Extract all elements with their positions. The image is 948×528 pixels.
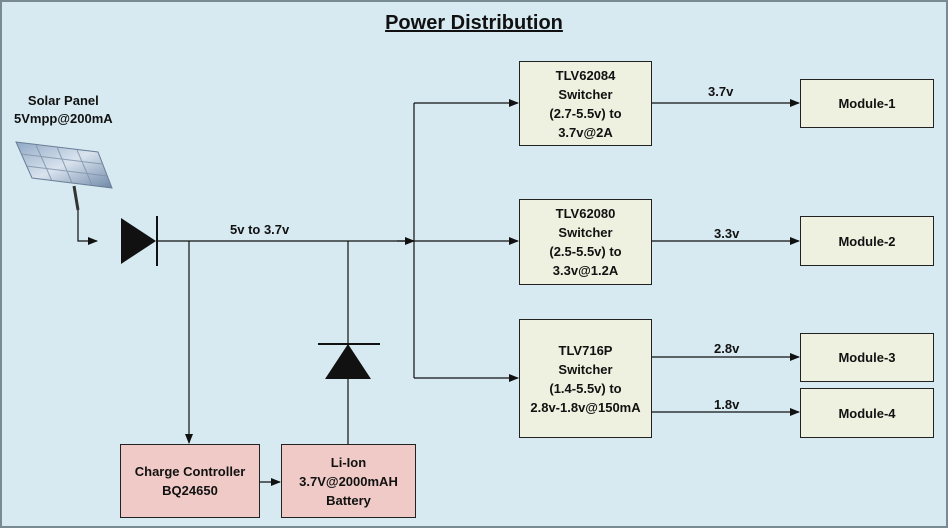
- module-1-box: Module-1: [800, 79, 934, 128]
- solar-panel-rating: 5Vmpp@200mA: [14, 111, 113, 126]
- battery-box: Li-Ion 3.7V@2000mAH Battery: [281, 444, 416, 518]
- charge-controller-part: BQ24650: [162, 483, 218, 498]
- battery-label: Battery: [326, 492, 371, 508]
- output-voltage-1: 3.7v: [708, 84, 734, 99]
- regulator-type: Switcher: [558, 86, 613, 102]
- bus-voltage-label: 5v to 3.7v: [230, 222, 290, 237]
- regulator-part: TLV716P: [558, 342, 613, 358]
- regulator-tlv62084: TLV62084 Switcher (2.7-5.5v) to 3.7v@2A: [519, 61, 652, 146]
- module-4-box: Module-4: [800, 388, 934, 438]
- output-voltage-3: 2.8v: [714, 341, 740, 356]
- regulator-output: 2.8v-1.8v@150mA: [530, 399, 641, 415]
- regulator-type: Switcher: [558, 361, 613, 377]
- regulator-tlv62080: TLV62080 Switcher (2.5-5.5v) to 3.3v@1.2…: [519, 199, 652, 285]
- module-label: Module-4: [838, 405, 896, 421]
- regulator-output: 3.7v@2A: [558, 124, 613, 140]
- solar-panel-icon: [15, 141, 113, 211]
- solar-panel-name: Solar Panel: [27, 93, 99, 108]
- charge-controller-box: Charge Controller BQ24650: [120, 444, 260, 518]
- module-label: Module-3: [838, 350, 896, 365]
- regulator-tlv716p: TLV716P Switcher (1.4-5.5v) to 2.8v-1.8v…: [519, 319, 652, 438]
- page-title: Power Distribution: [385, 12, 563, 34]
- battery-rating: 3.7V@2000mAH: [299, 473, 398, 489]
- module-label: Module-1: [838, 96, 896, 111]
- regulator-input-range: (2.7-5.5v) to: [549, 105, 622, 121]
- module-label: Module-2: [838, 233, 896, 249]
- regulator-part: TLV62084: [555, 67, 616, 83]
- battery-diode-symbol: [318, 343, 380, 379]
- regulator-part: TLV62080: [555, 206, 616, 221]
- regulator-type: Switcher: [558, 225, 613, 240]
- regulator-input-range: (2.5-5.5v) to: [549, 244, 622, 259]
- output-voltage-2: 3.3v: [714, 226, 740, 241]
- module-2-box: Module-2: [800, 216, 934, 266]
- module-3-box: Module-3: [800, 333, 934, 382]
- regulator-input-range: (1.4-5.5v) to: [549, 380, 622, 396]
- solar-panel-label: Solar Panel 5Vmpp@200mA: [14, 92, 113, 128]
- charge-controller-name: Charge Controller: [134, 464, 246, 479]
- regulator-output: 3.3v@1.2A: [552, 263, 619, 278]
- output-voltage-4: 1.8v: [714, 397, 740, 412]
- battery-chemistry: Li-Ion: [330, 454, 367, 470]
- series-diode-symbol: [121, 216, 158, 266]
